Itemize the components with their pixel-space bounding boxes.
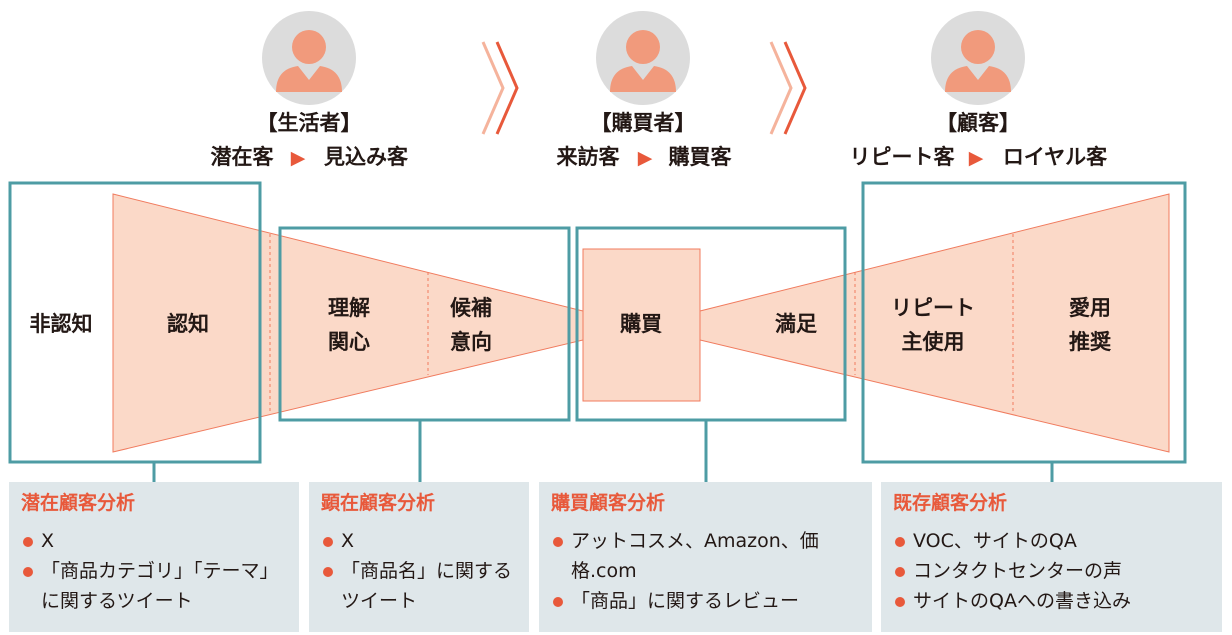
label-intent: 意向 xyxy=(450,330,492,354)
list-item: 「商品カテゴリ」「テーマ」に関するツイート xyxy=(21,556,287,616)
panel-title: 潜在顧客分析 xyxy=(21,492,136,514)
triangle-right-icon: ▶ xyxy=(969,147,984,169)
list-item: X xyxy=(321,526,517,556)
label-favorite: 愛用 xyxy=(1069,296,1111,320)
panel-latent-analysis: 潜在顧客分析 X 「商品カテゴリ」「テーマ」に関するツイート xyxy=(9,482,299,632)
chevron-right-icon xyxy=(481,41,519,135)
person-icon xyxy=(596,11,690,105)
right-funnel xyxy=(699,193,1170,453)
stage-role: 【生活者】 xyxy=(257,111,362,135)
stage-from: 来訪客 xyxy=(557,145,621,169)
stage-to: 見込み客 xyxy=(324,145,409,169)
stage-role: 【顧客】 xyxy=(936,111,1020,135)
person-icon xyxy=(931,11,1025,105)
list-item: X xyxy=(21,526,287,556)
purchase-box xyxy=(582,248,701,402)
panel-manifest-analysis: 顕在顧客分析 X 「商品名」に関するツイート xyxy=(309,482,529,632)
list-item: アットコスメ、Amazon、価格.com xyxy=(551,526,860,586)
label-interest: 関心 xyxy=(328,330,370,354)
list-item: サイトのQAへの書き込み xyxy=(893,586,1210,616)
label-recommend: 推奨 xyxy=(1069,330,1112,354)
panel-title: 購買顧客分析 xyxy=(551,492,666,514)
list-item: 「商品」に関するレビュー xyxy=(551,586,860,616)
panel-list: X 「商品名」に関するツイート xyxy=(321,526,517,616)
list-item: コンタクトセンターの声 xyxy=(893,556,1210,586)
funnel-dividers xyxy=(269,234,1014,413)
analysis-brackets xyxy=(8,181,1187,482)
panel-list: アットコスメ、Amazon、価格.com 「商品」に関するレビュー xyxy=(551,526,860,616)
label-understanding: 理解 xyxy=(328,296,370,320)
list-item: VOC、サイトのQA xyxy=(893,526,1210,556)
label-purchase: 購買 xyxy=(619,312,662,336)
panel-title: 顕在顧客分析 xyxy=(321,492,436,514)
stage-to: ロイヤル客 xyxy=(1003,145,1108,169)
panel-list: X 「商品カテゴリ」「テーマ」に関するツイート xyxy=(21,526,287,616)
panel-existing-analysis: 既存顧客分析 VOC、サイトのQA コンタクトセンターの声 サイトのQAへの書き… xyxy=(881,482,1222,632)
panel-purchase-analysis: 購買顧客分析 アットコスメ、Amazon、価格.com 「商品」に関するレビュー xyxy=(539,482,872,632)
stage-from: 潜在客 xyxy=(211,145,275,169)
label-repeat: リピート xyxy=(891,296,975,320)
stage-to: 購買客 xyxy=(668,145,733,169)
person-icon xyxy=(262,11,356,105)
panel-list: VOC、サイトのQA コンタクトセンターの声 サイトのQAへの書き込み xyxy=(893,526,1210,616)
label-non-awareness: 非認知 xyxy=(30,312,93,336)
list-item: 「商品名」に関するツイート xyxy=(321,556,517,616)
triangle-right-icon: ▶ xyxy=(291,147,306,169)
chevron-right-icon xyxy=(769,41,807,135)
stage-role: 【購買者】 xyxy=(591,111,696,135)
stage-from: リピート客 xyxy=(850,145,956,169)
triangle-right-icon: ▶ xyxy=(638,147,653,169)
label-satisfaction: 満足 xyxy=(775,312,817,336)
label-candidate: 候補 xyxy=(450,296,492,320)
customer-journey-diagram: 【生活者】 潜在客 ▶ 見込み客 【購買者】 来訪客 ▶ 購買客 【顧客】 リピ… xyxy=(8,11,1187,482)
label-awareness: 認知 xyxy=(167,312,209,336)
panel-title: 既存顧客分析 xyxy=(893,492,1008,514)
label-main-use: 主使用 xyxy=(902,330,965,354)
